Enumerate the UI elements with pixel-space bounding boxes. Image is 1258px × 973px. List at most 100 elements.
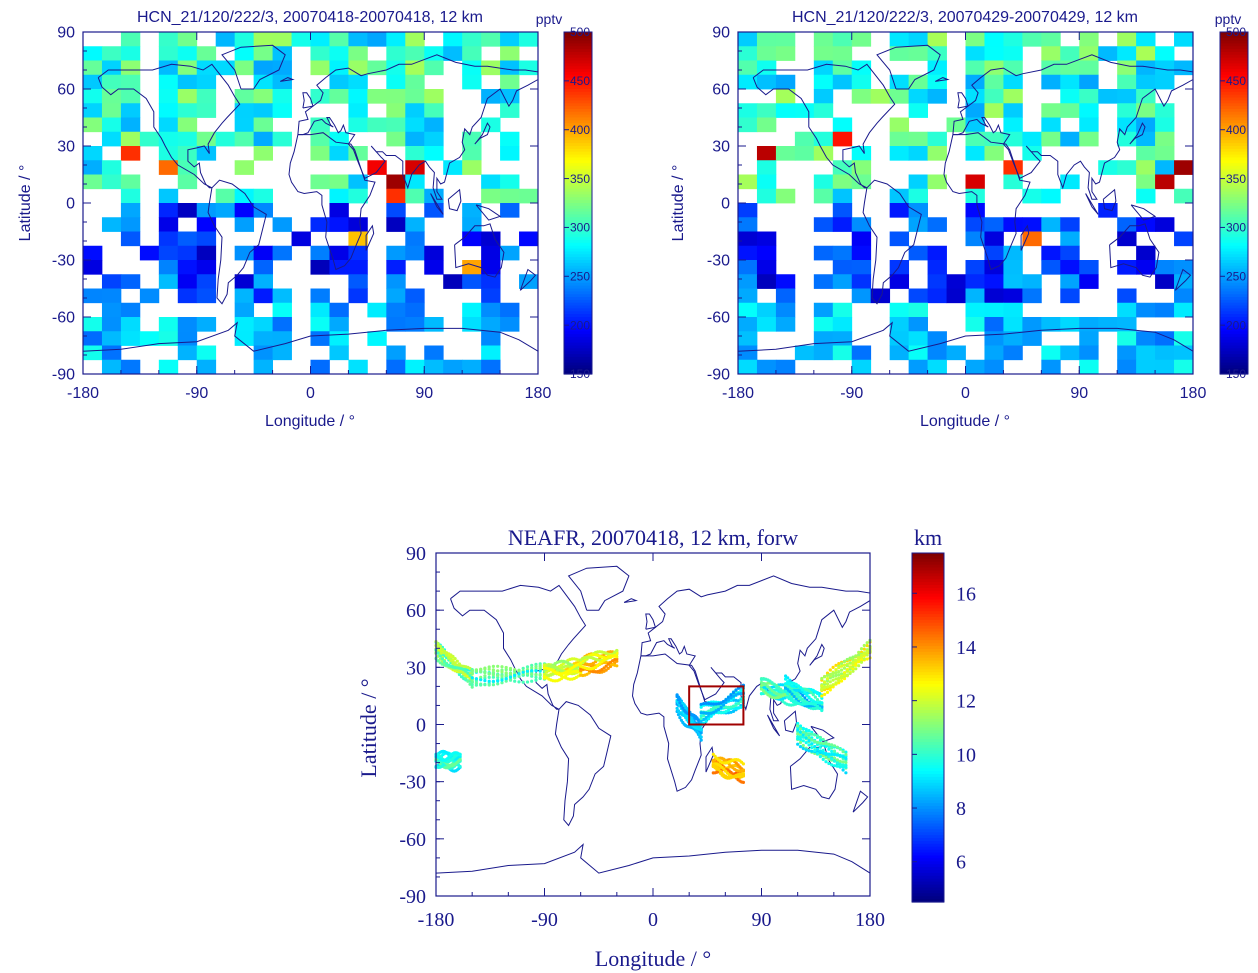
trajectory-point — [491, 679, 495, 683]
trajectory-point — [704, 719, 708, 723]
grid-cell — [158, 60, 179, 76]
grid-cell — [1098, 46, 1118, 61]
colorbar-frame — [911, 552, 945, 903]
grid-cell — [386, 131, 406, 147]
colorbar-segment — [912, 599, 944, 604]
trajectory-point — [796, 728, 800, 732]
trajectory-point — [831, 685, 835, 689]
coastline — [957, 92, 969, 109]
trajectory-point — [736, 706, 741, 710]
trajectory-point — [832, 764, 837, 768]
trajectory-point — [837, 676, 841, 680]
trajectory-point — [440, 647, 444, 651]
grid-cell — [500, 103, 520, 118]
colorbar-segment — [912, 640, 944, 644]
trajectory-point — [483, 682, 487, 687]
colorbar-segment — [564, 168, 592, 173]
trajectory-point — [823, 686, 827, 690]
grid-cell — [367, 89, 387, 104]
trajectory-point — [731, 704, 736, 709]
trajectory-point — [600, 660, 604, 664]
grid-cell — [1003, 274, 1023, 289]
trajectory-point — [831, 671, 835, 676]
grid-cell — [177, 32, 198, 47]
panel-hcn-20070429: HCN_21/120/222/3, 20070429-20070429, 12 … — [670, 9, 1249, 430]
trajectory-point — [805, 693, 809, 697]
colorbar-segment — [1220, 245, 1248, 250]
colorbar-segment — [1220, 203, 1248, 207]
trajectory-point — [729, 696, 733, 700]
colorbar-segment — [564, 245, 592, 250]
grid-cell — [329, 188, 349, 204]
grid-cell — [462, 217, 482, 232]
trajectory-point — [530, 674, 534, 678]
colorbar-segment — [1220, 80, 1248, 84]
coastline — [752, 63, 896, 189]
trajectory-point — [734, 688, 738, 692]
colorbar-segment — [912, 884, 944, 889]
y-tick-label: 90 — [712, 25, 730, 42]
trajectory-point — [840, 679, 844, 683]
grid-cell — [813, 103, 834, 118]
colorbar-segment — [1220, 205, 1248, 210]
coastline — [876, 44, 941, 90]
trajectory-point — [820, 684, 824, 688]
grid-cell — [234, 288, 255, 304]
trajectory-point — [679, 704, 684, 708]
colorbar-segment — [1220, 49, 1248, 53]
grid-cell — [851, 274, 872, 289]
trajectory-point — [801, 735, 805, 739]
grid-cell — [177, 345, 198, 361]
grid-cell — [794, 146, 815, 161]
grid-cell — [253, 103, 273, 118]
grid-cell — [462, 317, 482, 332]
coastline — [1102, 188, 1117, 212]
grid-cell — [1060, 345, 1080, 361]
coastline — [1109, 223, 1160, 278]
trajectory-point — [500, 670, 504, 674]
trajectory-point — [840, 664, 844, 668]
colorbar-segment — [564, 314, 592, 318]
grid-cell — [1003, 302, 1023, 318]
grid-cell — [851, 345, 872, 361]
colorbar-segment — [1220, 294, 1248, 298]
colorbar-segment — [1220, 97, 1248, 101]
coastline — [430, 193, 444, 215]
grid-cell — [424, 103, 444, 118]
trajectory-point — [438, 644, 442, 648]
grid-cell — [462, 231, 482, 247]
grid-cell — [481, 174, 501, 190]
colorbar-segment — [564, 185, 592, 190]
colorbar-tick-label: 300 — [570, 221, 590, 235]
grid-cell — [1174, 359, 1194, 375]
grid-cell — [405, 245, 425, 261]
colorbar-tick-label: 500 — [570, 25, 590, 39]
colorbar-segment — [1220, 143, 1248, 147]
grid-cell — [329, 32, 349, 47]
trajectory-point — [726, 708, 731, 712]
grid-cell — [120, 89, 141, 104]
colorbar-segment — [912, 840, 944, 845]
grid-cell — [367, 331, 387, 346]
colorbar-segment — [1220, 94, 1248, 99]
grid-cell — [158, 146, 179, 161]
trajectory-point — [458, 758, 462, 762]
colorbar-segment — [1220, 46, 1248, 50]
coastline — [279, 77, 295, 82]
trajectory-point — [442, 659, 447, 664]
grid-cell — [196, 89, 217, 104]
trajectory-point — [508, 677, 513, 682]
trajectory-point — [500, 674, 504, 678]
grid-cell — [1003, 160, 1023, 175]
colorbar-segment — [1220, 308, 1248, 312]
colorbar-segment — [912, 739, 944, 743]
colorbar-segment — [564, 322, 592, 327]
y-tick-label: 30 — [712, 139, 730, 156]
grid-cell — [738, 288, 758, 304]
colorbar-segment — [912, 669, 944, 673]
y-tick-label: 0 — [66, 196, 75, 213]
grid-cell — [101, 46, 122, 61]
grid-cell — [965, 131, 985, 147]
